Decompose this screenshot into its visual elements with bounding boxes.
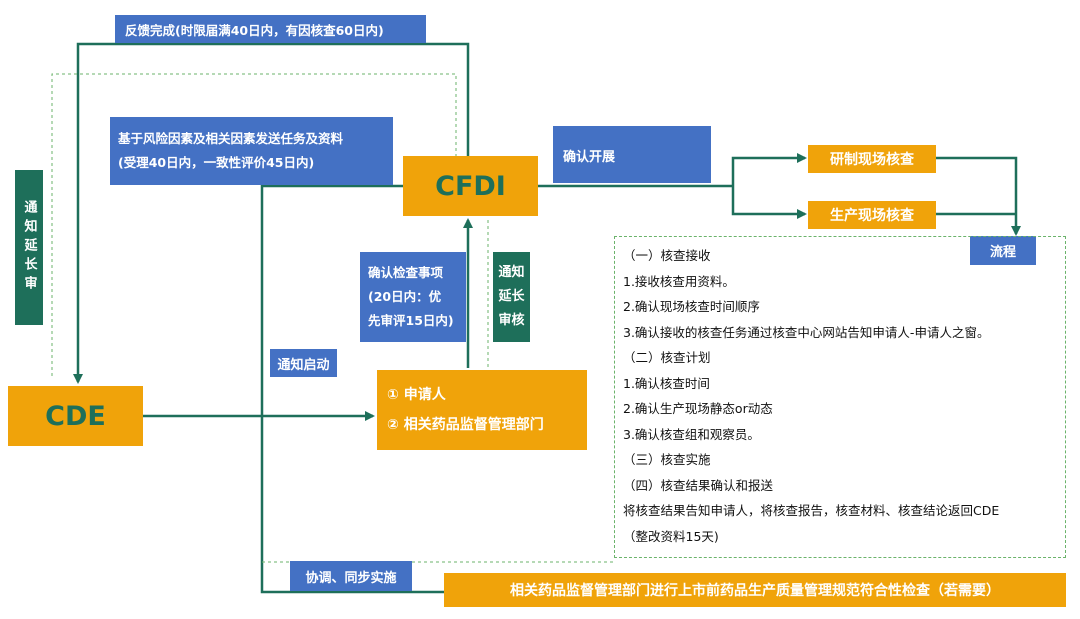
confirm-items-label: 确认检查事项 (20日内：优 先审评15日内)	[360, 252, 466, 342]
prod-inspection-node: 生产现场核查	[808, 201, 936, 229]
to-prod-line	[731, 186, 807, 219]
notify-extend-mid-label: 通知 延长 审核	[493, 252, 530, 342]
dashed-outer-line	[51, 73, 457, 376]
cfdi-text: CFDI	[435, 170, 506, 202]
notify-start-line	[260, 184, 444, 594]
dept-text: ② 相关药品监督管理部门	[387, 417, 544, 433]
inspection-info-box: （一）核查接收 1.接收核查用资料。 2.确认现场核查时间顺序 3.确认接收的核…	[614, 236, 1066, 558]
coordinate-label: 协调、同步实施	[290, 561, 412, 591]
applicant-text: ① 申请人	[387, 387, 446, 403]
confirm-items-text-1: 确认检查事项	[368, 265, 444, 280]
confirm-start-text: 确认开展	[563, 150, 616, 165]
confirm-items-text-3: 先审评15日内)	[368, 313, 454, 328]
send-task-label: 基于风险因素及相关因素发送任务及资料 (受理40日内，一致性评价45日内)	[110, 117, 393, 185]
info-line: 2.确认生产现场静态or动态	[623, 401, 773, 416]
applicant-node: ① 申请人 ② 相关药品监督管理部门	[377, 370, 587, 450]
info-line: （四）核查结果确认和报送	[623, 477, 774, 493]
notify-extend-mid-text-2: 延长	[498, 289, 525, 304]
feedback-label: 反馈完成(时限届满40日内，有因核查60日内)	[115, 15, 426, 43]
prod-inspection-text: 生产现场核查	[830, 208, 914, 224]
info-line: （三）核查实施	[623, 452, 711, 467]
info-line: 1.确认核查时间	[623, 375, 710, 391]
gmp-check-text: 相关药品监督管理部门进行上市前药品生产质量管理规范符合性检查（若需要）	[510, 583, 1000, 599]
to-dev-line	[731, 153, 807, 186]
coordinate-text: 协调、同步实施	[305, 570, 397, 586]
info-line: 2.确认现场核查时间顺序	[623, 299, 760, 314]
process-label: 流程	[970, 236, 1036, 265]
gmp-check-node: 相关药品监督管理部门进行上市前药品生产质量管理规范符合性检查（若需要）	[444, 573, 1066, 607]
confirm-items-text-2: (20日内：优	[368, 289, 442, 304]
info-line: 将核查结果告知申请人，将核查报告，核查材料、核查结论返回CDE	[623, 503, 1000, 518]
confirm-start-label: 确认开展	[553, 126, 711, 183]
notify-start-text: 通知启动	[277, 357, 330, 373]
cde-node: CDE	[8, 386, 143, 446]
feedback-line	[73, 42, 470, 384]
cfdi-node: CFDI	[403, 156, 538, 216]
dev-to-process-line	[936, 156, 1021, 236]
notify-extend-mid-text-3: 审核	[498, 313, 525, 328]
send-task-text-1: 基于风险因素及相关因素发送任务及资料	[118, 131, 344, 146]
dev-inspection-node: 研制现场核查	[808, 145, 936, 173]
info-line: （二）核查计划	[623, 350, 711, 365]
notify-extend-left-text: 通知延长审	[21, 200, 37, 295]
send-task-text-2: (受理40日内，一致性评价45日内)	[118, 155, 315, 170]
info-line: 1.接收核查用资料。	[623, 273, 735, 289]
notify-extend-left-label: 通知延长审	[15, 170, 43, 325]
notify-extend-mid-text-1: 通知	[498, 265, 525, 280]
info-line: （一）核查接收	[623, 248, 711, 263]
cde-text: CDE	[45, 400, 106, 432]
process-text: 流程	[989, 245, 1016, 260]
notify-start-label: 通知启动	[270, 349, 337, 377]
info-line: 3.确认核查组和观察员。	[623, 426, 760, 442]
feedback-text: 反馈完成(时限届满40日内，有因核查60日内)	[125, 22, 384, 38]
info-line: 3.确认接收的核查任务通过核查中心网站告知申请人-申请人之窗。	[623, 324, 990, 340]
info-line: （整改资料15天)	[623, 528, 719, 544]
dev-inspection-text: 研制现场核查	[830, 152, 914, 168]
